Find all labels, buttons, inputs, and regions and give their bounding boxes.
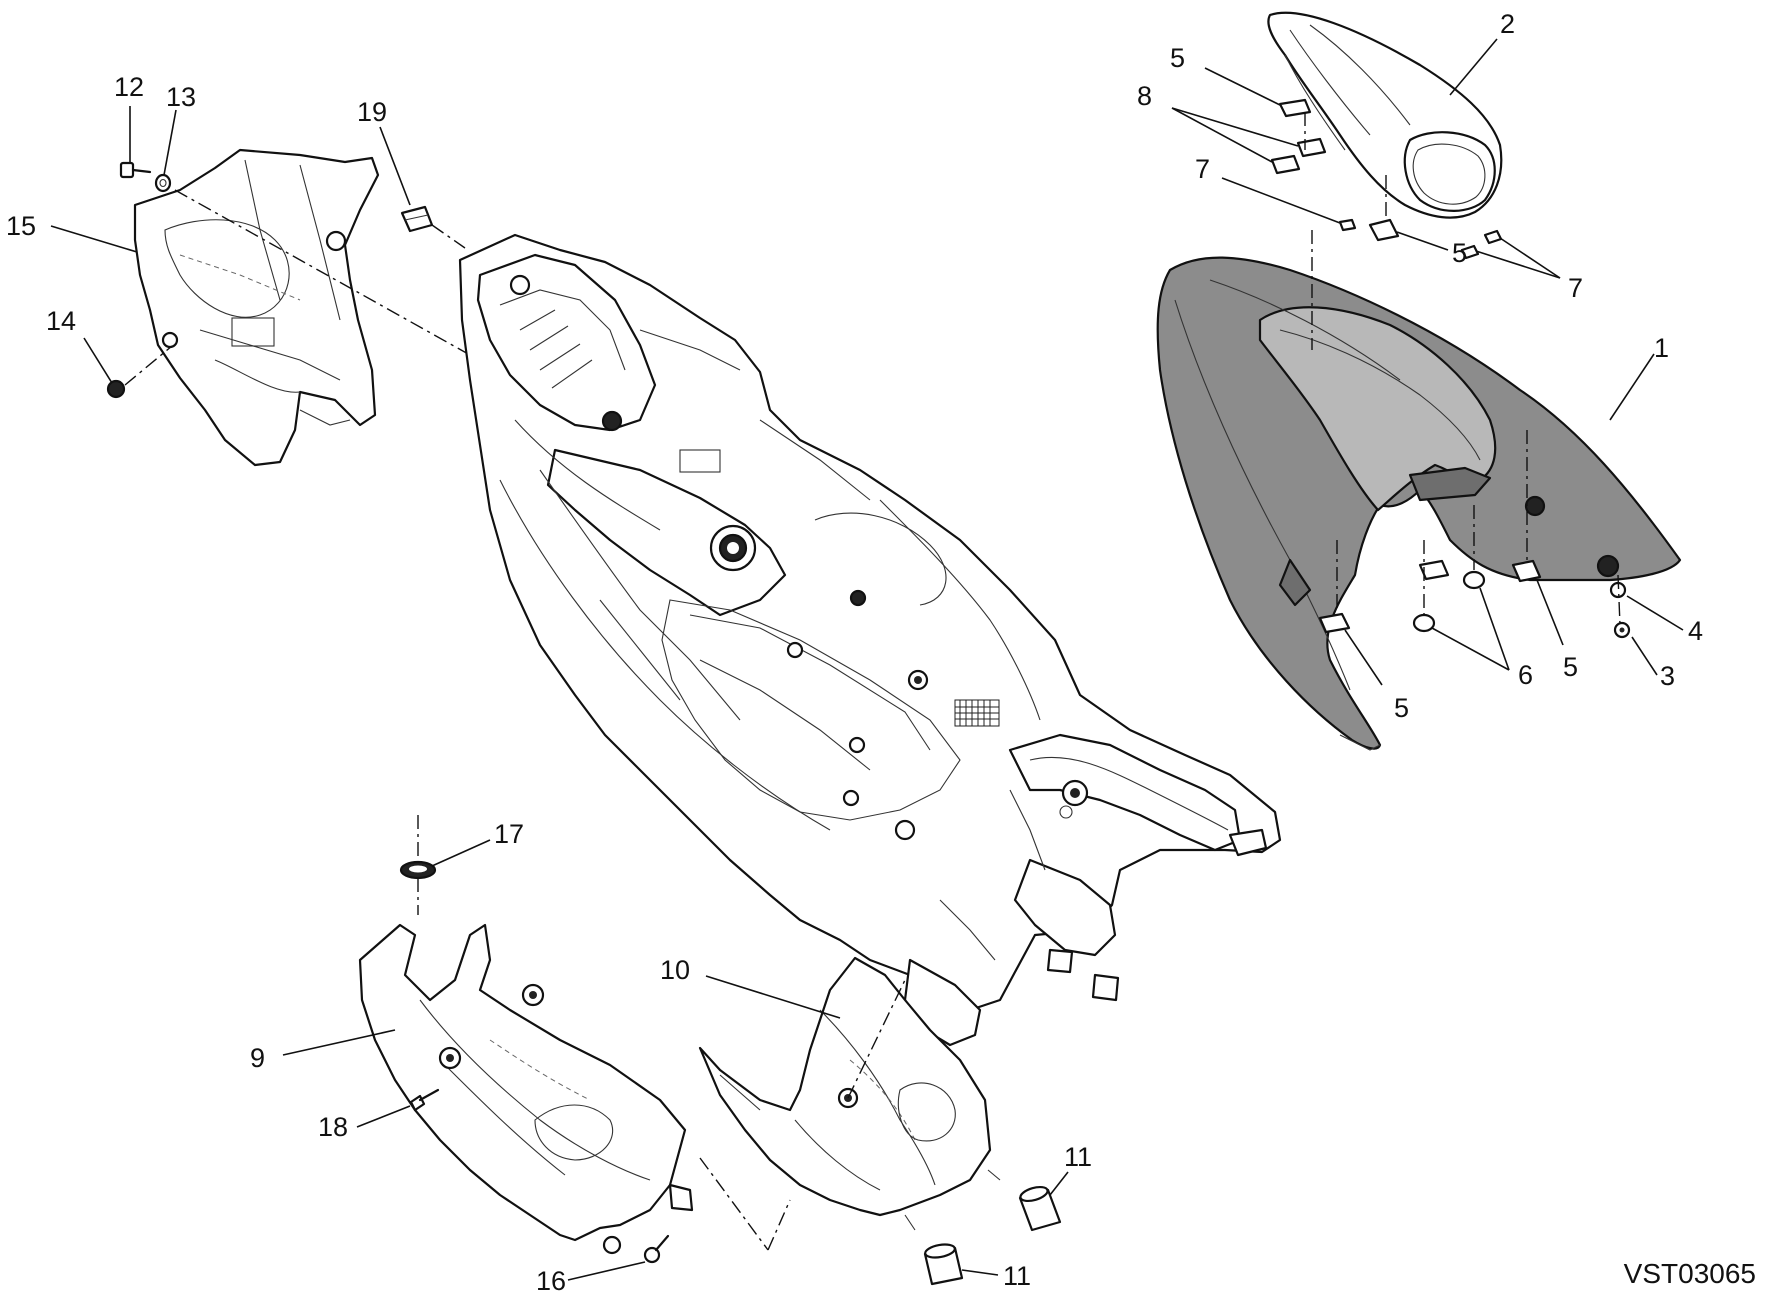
vent-grid: [954, 699, 1000, 727]
part-14-nut: [106, 379, 126, 399]
axis-9-10b: [767, 1199, 791, 1251]
part-8-pads: [1270, 137, 1327, 175]
bushing-mount-marks: [904, 1169, 1001, 1231]
callout-5-top: 5: [1170, 43, 1185, 73]
callout-1: 1: [1654, 333, 1669, 363]
callout-19: 19: [357, 97, 387, 127]
callout-8: 8: [1137, 81, 1152, 111]
callout-11-upper: 11: [1064, 1142, 1092, 1172]
part-18-screw: [409, 1088, 440, 1112]
callout-7-left: 7: [1195, 154, 1210, 184]
part-1-seat: [1156, 256, 1682, 751]
callout-2: 2: [1500, 9, 1515, 39]
part-9-left-panel: [358, 923, 694, 1255]
part-11-bushing-lower: [923, 1243, 964, 1286]
callout-16: 16: [536, 1266, 566, 1296]
part-6-grommets: [1412, 570, 1486, 633]
part-12-screw: [119, 161, 152, 179]
axis-15-to-frame: [174, 189, 471, 356]
callout-5-left: 5: [1394, 693, 1409, 723]
tail-frame-assembly: [458, 233, 1282, 1047]
callout-12: 12: [114, 72, 144, 102]
callout-5-right: 5: [1563, 652, 1578, 682]
callout-11-lower: 11: [1003, 1261, 1031, 1291]
part-7-small-pads: [1338, 218, 1503, 260]
part-17-grommet: [399, 860, 437, 880]
part-15-tail-bracket: [133, 148, 380, 467]
part-3-nut: [1613, 621, 1631, 639]
callout-4: 4: [1688, 616, 1703, 646]
callout-15: 15: [6, 211, 36, 241]
callout-7-right: 7: [1568, 273, 1583, 303]
callout-17: 17: [494, 819, 524, 849]
axis-19: [431, 224, 466, 249]
axis-3-4: [1617, 574, 1621, 626]
drawing-code: VST03065: [1623, 1258, 1756, 1289]
part-16-screw: [643, 1234, 670, 1264]
callout-14: 14: [46, 306, 76, 336]
callout-18: 18: [318, 1112, 348, 1142]
axis-10: [847, 979, 906, 1099]
callout-13: 13: [166, 82, 196, 112]
axis-9-10: [699, 1157, 769, 1251]
part-11-bushing-upper: [1018, 1185, 1062, 1232]
part-5-pads: [1278, 98, 1542, 634]
callout-labels: 1 2 3 4 5 5 5 5 6 7 7 8 9 10 11 11 12 13…: [6, 9, 1703, 1296]
part-2-seat-cowl: [1267, 11, 1503, 219]
callout-6: 6: [1518, 660, 1533, 690]
callout-5-cowl: 5: [1452, 238, 1467, 268]
axis-14: [124, 345, 173, 386]
callout-3: 3: [1660, 661, 1675, 691]
part-10-right-panel: [698, 956, 992, 1217]
callout-9: 9: [250, 1043, 265, 1073]
callout-10: 10: [660, 955, 690, 985]
leader-lines: [50, 38, 1684, 1281]
part-13-washer: [154, 173, 172, 193]
part-19-clip: [400, 205, 434, 233]
